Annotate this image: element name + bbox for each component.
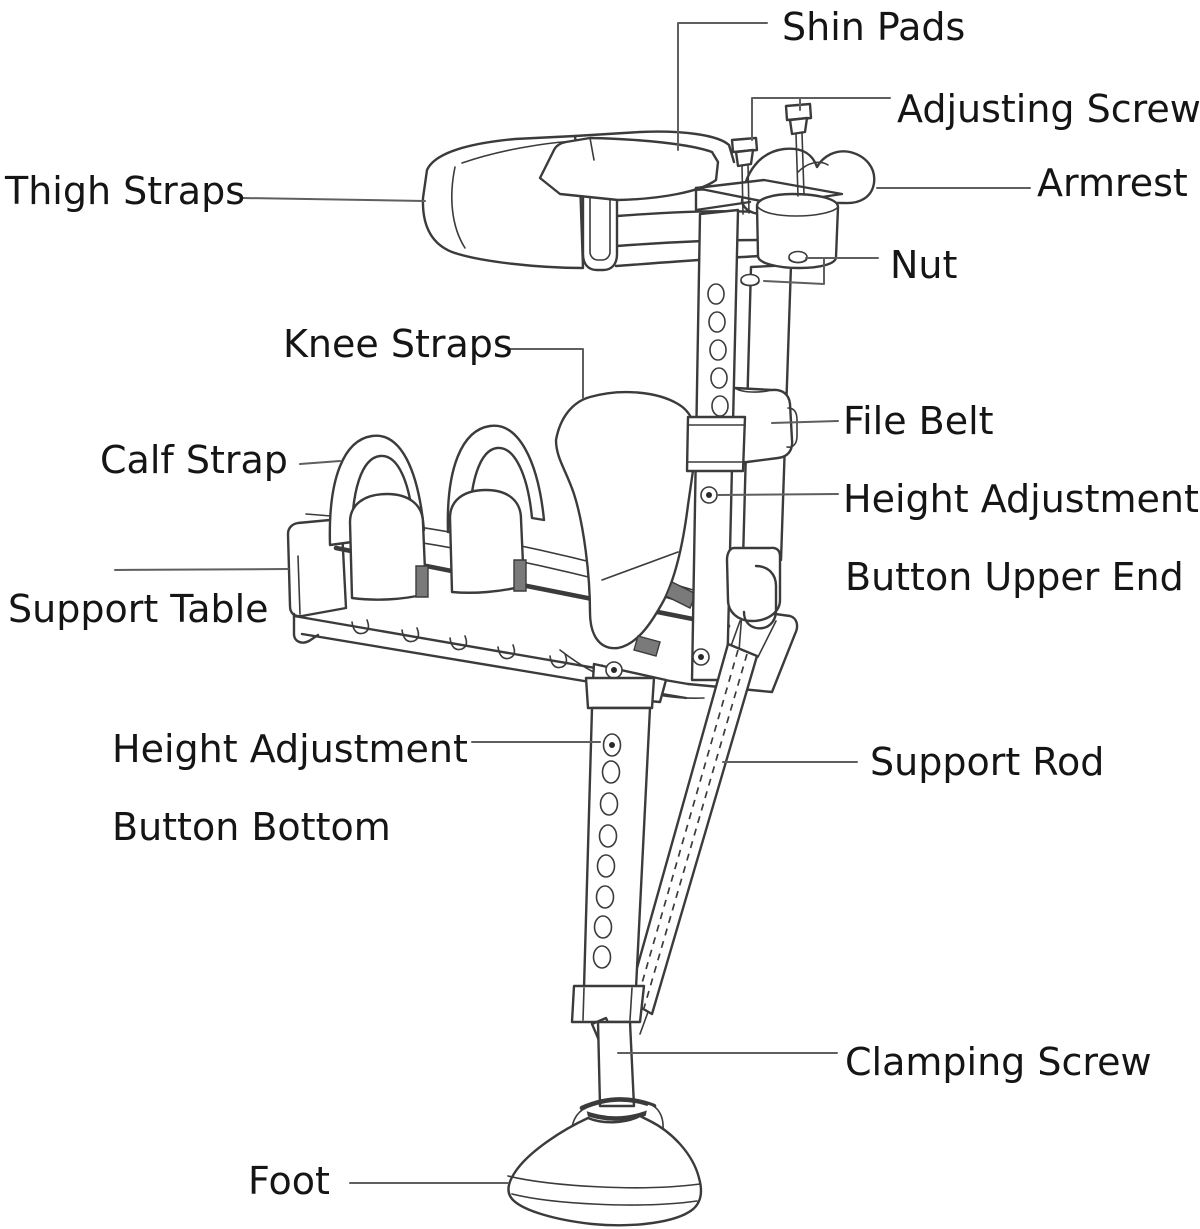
label-nut: Nut [890,243,957,287]
knee-straps-drawing [446,424,546,594]
label-foot: Foot [248,1159,330,1203]
pole-hole [595,885,615,909]
leader-shin-pads [677,22,768,151]
label-support-rod: Support Rod [870,740,1104,784]
foot-base [507,1114,703,1227]
leader-knee-straps [505,348,584,399]
label-shin-pads: Shin Pads [782,5,965,49]
calf-strap-drawing [328,434,429,601]
height-adjustment-button-bottom [602,733,622,757]
pole-hole [710,367,728,389]
pole-hole [596,854,616,878]
pole-saddle-drawing [725,546,782,658]
label-adjusting-screw: Adjusting Screw [897,87,1200,131]
adjusting-screw-right [784,102,813,122]
leader-calf-strap [299,460,341,465]
label-height-adjustment-bottom-1: Height Adjustment [112,727,468,771]
pole-hole [601,760,621,784]
shin-pad-drawing [538,136,720,202]
label-armrest: Armrest [1037,161,1188,205]
leader-height-adjustment-upper [717,493,839,496]
pole-hole [709,339,727,361]
label-file-belt: File Belt [843,399,994,443]
pole-hole [593,915,613,939]
lower-pole-drawing [582,676,656,990]
nut-drawing [740,250,808,287]
pole-hole [599,792,619,816]
label-calf-strap: Calf Strap [100,438,288,482]
pole-hole [708,311,726,333]
foot-drawing [507,1020,703,1227]
thigh-cuff-drawing [421,130,762,272]
leader-adjusting-screw [751,97,891,141]
leader-lines [114,22,1031,1184]
label-height-adjustment-upper-1: Height Adjustment [843,477,1199,521]
leader-file-belt [771,420,839,424]
label-knee-straps: Knee Straps [283,322,513,366]
labels: Shin Pads Adjusting Screw Armrest Nut Th… [4,5,1200,1203]
adjusting-screw-left [730,136,759,154]
label-thigh-straps: Thigh Straps [4,169,245,213]
label-support-table: Support Table [8,587,269,631]
mount-bracket-drawing [694,178,844,270]
leader-thigh-straps [242,197,426,202]
label-height-adjustment-bottom-2: Button Bottom [112,805,391,849]
pole-hole [598,824,618,848]
label-clamping-screw: Clamping Screw [845,1040,1152,1084]
pole-hole [592,945,612,969]
leader-nut-2 [763,257,825,285]
shin-strap-drawing [554,390,698,657]
support-rod-drawing [621,642,759,1035]
label-height-adjustment-upper-2: Button Upper End [845,555,1184,599]
adjusting-screws-drawing [730,102,813,215]
leader-support-table [114,568,289,571]
pole-hole [707,283,725,305]
